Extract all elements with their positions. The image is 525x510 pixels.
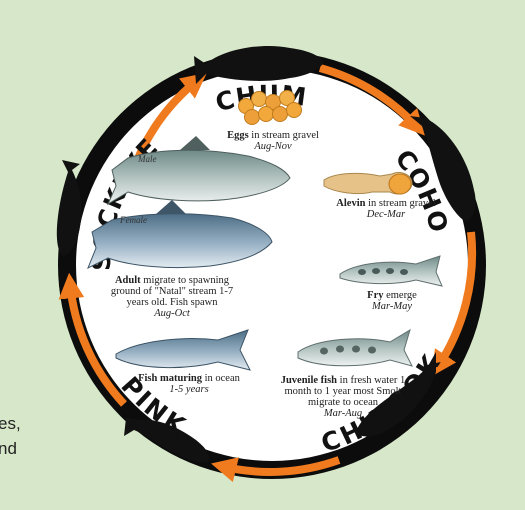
- stage-time: Mar-Aug: [280, 408, 406, 419]
- stage-maturing-caption: Fish maturing in ocean 1-5 years: [134, 373, 244, 395]
- stage-name: Juvenile fish: [281, 375, 337, 386]
- stage-desc: emerge: [383, 290, 416, 301]
- stage-time: 1-5 years: [134, 384, 244, 395]
- stage-name: Eggs: [227, 130, 249, 141]
- stage-name: Fish maturing: [138, 373, 202, 384]
- stage-eggs-caption: Eggs in stream gravel Aug-Nov: [208, 130, 338, 152]
- alevin-illustration: [324, 172, 412, 194]
- stage-name: Alevin: [336, 198, 365, 209]
- stage-time: Aug-Oct: [108, 308, 236, 319]
- stage-fry-caption: Fry emerge Mar-May: [344, 290, 440, 312]
- stage-name: Fry: [367, 290, 383, 301]
- stage-adult-caption: Adult migrate to spawning ground of "Nat…: [108, 275, 236, 319]
- female-label: Female: [120, 215, 147, 225]
- stage-time: Aug-Nov: [208, 141, 338, 152]
- stage-desc: in stream gravel: [365, 198, 435, 209]
- stage-desc: in stream gravel: [249, 130, 319, 141]
- stage-time: Mar-May: [344, 301, 440, 312]
- stage-time: Dec-Mar: [318, 209, 454, 220]
- stage-alevin-caption: Alevin in stream gravel Dec-Mar: [318, 198, 454, 220]
- stage-name: Adult: [115, 275, 141, 286]
- stage-juvenile-caption: Juvenile fish in fresh water 1 month to …: [280, 375, 406, 419]
- stage-desc: in ocean: [202, 373, 240, 384]
- male-label: Male: [138, 154, 157, 164]
